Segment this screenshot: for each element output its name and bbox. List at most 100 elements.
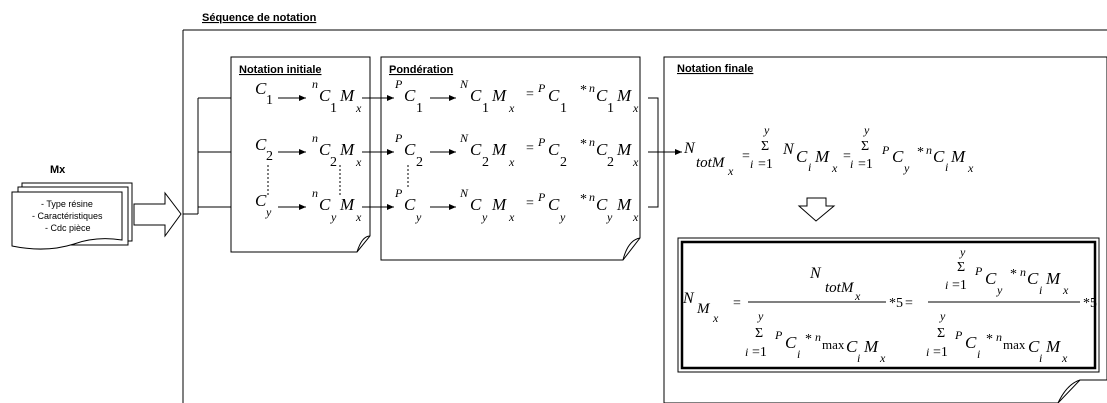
result-box-outer xyxy=(677,237,1100,373)
svg-text:C: C xyxy=(255,135,267,154)
svg-text:P: P xyxy=(394,77,403,91)
svg-text:C: C xyxy=(985,269,997,288)
weight-subscript: 1 xyxy=(416,101,423,116)
svg-text:n: n xyxy=(312,186,318,200)
svg-text:=1: =1 xyxy=(858,157,873,172)
svg-text:i: i xyxy=(797,347,800,361)
svg-text:1: 1 xyxy=(482,101,489,116)
panel-initial-title: Notation initiale xyxy=(239,64,322,76)
svg-text:*: * xyxy=(580,192,587,207)
svg-text:n: n xyxy=(1020,265,1026,279)
svg-text:x: x xyxy=(879,351,886,365)
svg-text:*5: *5 xyxy=(1083,296,1097,311)
svg-text:n: n xyxy=(589,135,595,149)
svg-text:P: P xyxy=(881,143,890,157)
svg-text:P: P xyxy=(954,328,963,342)
svg-text:2: 2 xyxy=(560,155,567,170)
svg-text:C: C xyxy=(933,147,945,166)
svg-text:C: C xyxy=(470,140,482,159)
svg-text:Σ: Σ xyxy=(861,139,869,154)
svg-text:=: = xyxy=(526,87,534,102)
svg-text:i: i xyxy=(945,160,948,174)
panel-weighting xyxy=(380,56,641,261)
svg-text:y: y xyxy=(903,161,910,175)
svg-text:i: i xyxy=(850,157,853,171)
svg-text:C: C xyxy=(846,337,858,356)
svg-text:y: y xyxy=(330,210,337,224)
svg-text:x: x xyxy=(632,101,639,115)
svg-text:n: n xyxy=(926,143,932,157)
svg-text:i: i xyxy=(750,157,753,171)
input-block-arrow xyxy=(133,191,182,238)
svg-text:2: 2 xyxy=(330,155,337,170)
input-line-3: - Cdc pièce xyxy=(45,223,91,233)
svg-text:x: x xyxy=(712,311,719,325)
svg-text:totM: totM xyxy=(825,280,855,296)
svg-text:N: N xyxy=(682,290,695,307)
svg-text:y: y xyxy=(959,245,966,259)
svg-text:i: i xyxy=(945,278,948,292)
svg-text:x: x xyxy=(508,155,515,169)
svg-text:x: x xyxy=(727,164,734,178)
svg-text:N: N xyxy=(683,140,696,157)
svg-text:N: N xyxy=(459,77,469,91)
svg-text:y: y xyxy=(939,309,946,323)
svg-text:n: n xyxy=(589,81,595,95)
input-line-2: - Caractéristiques xyxy=(32,211,103,221)
svg-text:*5: *5 xyxy=(889,296,903,311)
svg-text:=: = xyxy=(526,196,534,211)
svg-text:x: x xyxy=(632,210,639,224)
svg-text:M: M xyxy=(339,195,355,214)
svg-text:i: i xyxy=(977,347,980,361)
svg-text:C: C xyxy=(548,86,560,105)
svg-text:C: C xyxy=(404,86,416,105)
svg-text:=: = xyxy=(526,141,534,156)
svg-text:*: * xyxy=(1010,267,1017,282)
svg-text:M: M xyxy=(491,195,507,214)
svg-text:=1: =1 xyxy=(758,157,773,172)
svg-text:M: M xyxy=(491,140,507,159)
svg-text:y: y xyxy=(757,309,764,323)
svg-text:2: 2 xyxy=(482,155,489,170)
svg-text:n: n xyxy=(312,77,318,91)
svg-text:2: 2 xyxy=(607,155,614,170)
criterion-subscript: 1 xyxy=(266,93,273,108)
svg-text:1: 1 xyxy=(607,101,614,116)
svg-text:C: C xyxy=(596,195,608,214)
svg-text:M: M xyxy=(616,86,632,105)
svg-text:x: x xyxy=(1061,351,1068,365)
svg-text:*: * xyxy=(580,137,587,152)
svg-text:i: i xyxy=(1039,283,1042,297)
svg-text:M: M xyxy=(1045,269,1061,288)
svg-text:x: x xyxy=(967,161,974,175)
svg-text:*: * xyxy=(986,332,993,347)
svg-text:x: x xyxy=(355,210,362,224)
svg-text:i: i xyxy=(1039,351,1042,365)
panel-weighting-title: Pondération xyxy=(389,64,453,76)
svg-text:1: 1 xyxy=(330,101,337,116)
svg-text:M: M xyxy=(863,337,879,356)
svg-text:y: y xyxy=(863,123,870,137)
sequence-frame xyxy=(182,29,1107,403)
svg-text:*: * xyxy=(917,145,924,160)
svg-text:P: P xyxy=(394,186,403,200)
svg-text:max: max xyxy=(1003,337,1026,352)
svg-text:C: C xyxy=(319,140,331,159)
input-line-1: - Type résine xyxy=(41,199,93,209)
svg-text:C: C xyxy=(319,195,331,214)
svg-text:x: x xyxy=(508,210,515,224)
svg-text:C: C xyxy=(785,333,797,352)
svg-text:N: N xyxy=(809,265,822,282)
svg-text:x: x xyxy=(854,289,861,303)
svg-text:C: C xyxy=(796,147,808,166)
svg-text:y: y xyxy=(559,210,566,224)
svg-text:i: i xyxy=(808,160,811,174)
svg-text:y: y xyxy=(763,123,770,137)
svg-text:max: max xyxy=(822,337,845,352)
svg-text:y: y xyxy=(481,210,488,224)
down-block-arrow xyxy=(797,197,836,222)
svg-text:P: P xyxy=(537,81,546,95)
